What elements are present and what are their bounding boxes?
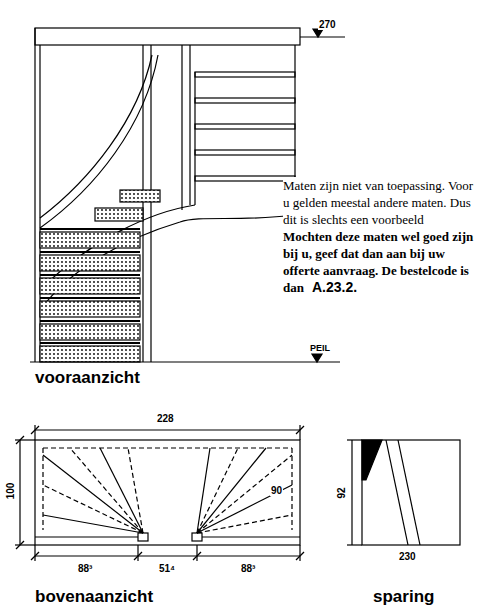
winder-line: [197, 485, 292, 533]
view-title: sparing: [372, 588, 435, 605]
winder-line: [128, 448, 143, 533]
winder-line: [100, 448, 143, 533]
winder-line: [70, 448, 143, 533]
dimension: 88³: [77, 564, 93, 574]
dimension: 51⁴: [158, 564, 176, 574]
winder-line: [197, 455, 292, 533]
dimension: 230: [398, 552, 417, 562]
view-title: bovenaanzicht: [34, 588, 154, 605]
dimension: 100: [6, 482, 16, 501]
view-title: vooraanzicht: [34, 369, 141, 386]
top-view: [15, 425, 304, 561]
winder-line: [197, 448, 266, 533]
winder-line: [43, 515, 143, 533]
dimension: 92: [337, 486, 347, 499]
opening-view: [347, 440, 460, 545]
note-block: Maten zijn niet van toepassing. Voor u g…: [283, 177, 479, 296]
dimension: 228: [156, 414, 175, 424]
dimension: 88³: [240, 564, 256, 574]
order-code: A.23.2.: [312, 279, 357, 295]
winder-line: [43, 485, 143, 533]
winder-line: [197, 515, 292, 533]
note-text: Maten zijn niet van toepassing. Voor u g…: [283, 177, 479, 228]
note-text: Mochten deze maten wel goed zijn bij u, …: [283, 229, 473, 295]
level-mark: 270: [318, 20, 337, 30]
note-bold-line: Mochten deze maten wel goed zijn bij u, …: [283, 228, 479, 296]
level-mark: PEIL: [309, 344, 331, 353]
winder-line: [43, 455, 143, 533]
dimension: 90: [270, 486, 283, 496]
